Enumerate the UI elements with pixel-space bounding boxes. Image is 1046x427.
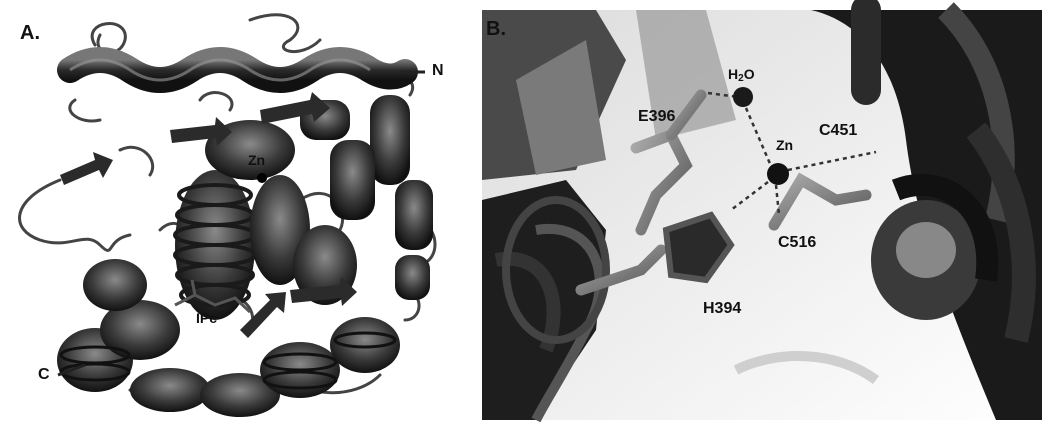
c-terminus-label: C <box>38 366 50 384</box>
top-helix <box>70 60 405 80</box>
h394-label: H394 <box>703 300 741 318</box>
protein-ribbon-structure <box>0 0 476 427</box>
panel-b: B. H2O E396 Zn C451 C516 H394 <box>476 0 1046 427</box>
c451-label: C451 <box>819 122 857 140</box>
zinc-atom-a <box>257 173 267 183</box>
water-oxygen-atom <box>733 87 753 107</box>
zinc-label-a: Zn <box>248 152 265 168</box>
c516-label: C516 <box>778 234 816 252</box>
zn-label-b: Zn <box>776 137 793 153</box>
zinc-atom-b <box>767 163 789 185</box>
water-label: H2O <box>728 66 755 84</box>
panel-a: A. N C Zn IPc <box>0 0 476 427</box>
e396-label: E396 <box>638 108 675 126</box>
ipc-label: IPc <box>196 310 217 326</box>
panel-b-letter: B. <box>486 18 506 41</box>
active-site-closeup <box>476 0 1046 427</box>
panel-a-letter: A. <box>20 22 40 45</box>
n-terminus-label: N <box>432 62 444 80</box>
